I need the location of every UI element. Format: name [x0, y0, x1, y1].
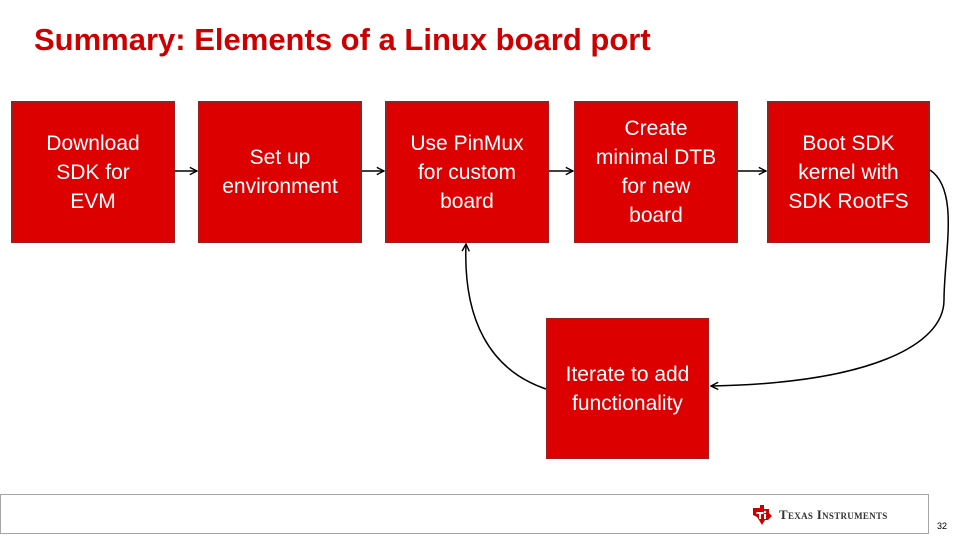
step-use-pinmux: Use PinMux for custom board — [385, 101, 549, 243]
brand-name: Texas Instruments — [779, 507, 888, 522]
slide-title: Summary: Elements of a Linux board port — [34, 22, 651, 57]
footer-bar — [0, 494, 929, 534]
texas-instruments-logo-icon — [753, 505, 772, 525]
page-number: 32 — [937, 521, 948, 531]
step-download-sdk: Download SDK for EVM — [11, 101, 175, 243]
arrow-iterate-to-pinmux — [466, 244, 547, 390]
step-setup-environment: Set up environment — [198, 101, 362, 243]
step-boot-sdk-kernel: Boot SDK kernel with SDK RootFS — [767, 101, 930, 243]
step-create-dtb: Create minimal DTB for new board — [574, 101, 738, 243]
ti-brand: Texas Instruments — [751, 503, 888, 527]
step-iterate: Iterate to add functionality — [546, 318, 709, 459]
